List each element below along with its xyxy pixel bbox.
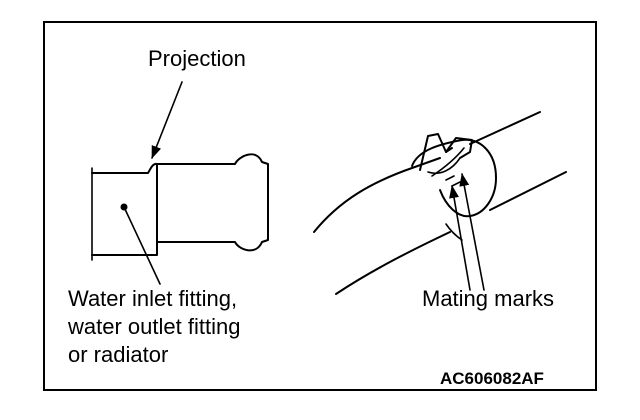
mating-marks-arrow-right	[459, 173, 485, 291]
reference-code: AC606082AF	[440, 369, 544, 388]
projection-label: Projection	[148, 46, 246, 71]
hose-clamp-illustration	[313, 111, 567, 295]
clamp-tab-base	[427, 157, 461, 174]
hose-lower-edge	[335, 231, 451, 295]
mating-marks-label: Mating marks	[422, 286, 554, 311]
pipe-lower-edge	[489, 171, 567, 211]
hose	[156, 153, 269, 252]
mating-marks-arrow-left	[449, 185, 471, 291]
mating-mark-clamp	[445, 175, 455, 181]
mating-mark-hose	[451, 181, 461, 187]
fitting-label-line-2: water outlet fitting	[67, 314, 240, 339]
fitting-label-line-1: Water inlet fitting,	[68, 286, 237, 311]
fitting-label-line-3: or radiator	[68, 342, 168, 367]
pipe-and-hose-illustration	[91, 81, 269, 285]
diagram-frame	[43, 21, 597, 391]
hose-upper-edge	[313, 157, 441, 233]
clamp-band	[411, 138, 497, 218]
clamp-tab-back	[445, 137, 473, 159]
fitting-leader-line	[123, 206, 161, 285]
clamp-band-inner	[431, 147, 465, 177]
projection-arrow	[151, 81, 183, 159]
pipe-upper-edge	[469, 111, 541, 145]
